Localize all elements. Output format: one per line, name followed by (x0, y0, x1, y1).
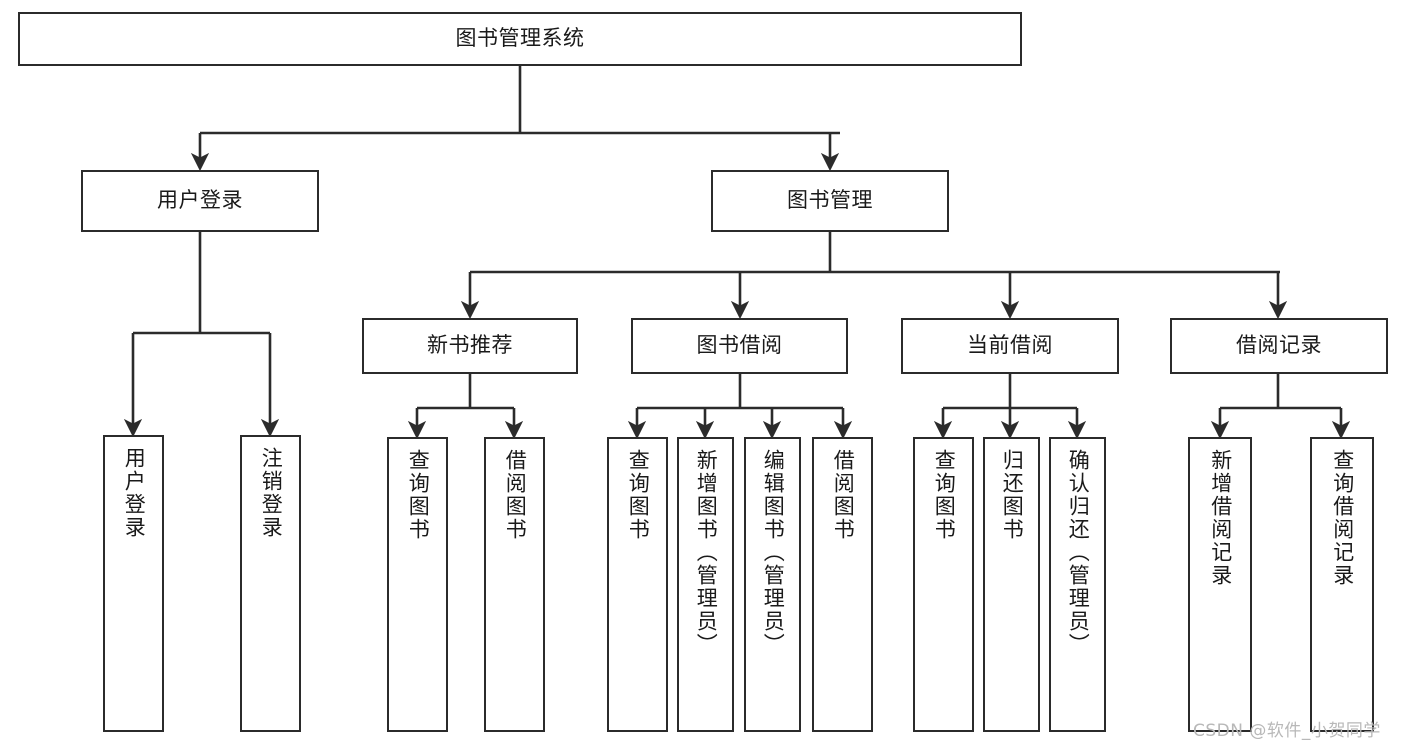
node-label: 借阅记录 (1236, 333, 1322, 358)
node-label: 确认归还（管理员） (1066, 449, 1091, 656)
node-leaf-query-book-borrow[interactable]: 查询图书 (607, 437, 668, 732)
node-label: 当前借阅 (967, 333, 1053, 358)
node-leaf-query-book-newbook[interactable]: 查询图书 (387, 437, 448, 732)
node-new-book-recommendation[interactable]: 新书推荐 (362, 318, 578, 374)
node-label: 借阅图书 (503, 449, 528, 541)
node-label: 用户登录 (157, 188, 243, 213)
node-current-borrowing[interactable]: 当前借阅 (901, 318, 1119, 374)
node-label: 图书借阅 (696, 333, 783, 358)
node-root-book-management-system[interactable]: 图书管理系统 (18, 12, 1022, 66)
node-label: 新增借阅记录 (1208, 449, 1233, 587)
node-label: 用户登录 (122, 447, 147, 539)
node-book-borrowing[interactable]: 图书借阅 (631, 318, 848, 374)
node-user-login[interactable]: 用户登录 (81, 170, 319, 232)
node-label: 归还图书 (1000, 449, 1025, 541)
node-borrow-records[interactable]: 借阅记录 (1170, 318, 1388, 374)
node-label: 新增图书（管理员） (694, 449, 719, 656)
node-leaf-logout[interactable]: 注销登录 (240, 435, 301, 732)
node-label: 注销登录 (259, 447, 284, 539)
node-leaf-edit-book-admin[interactable]: 编辑图书（管理员） (744, 437, 801, 732)
node-leaf-query-borrow-record[interactable]: 查询借阅记录 (1310, 437, 1374, 732)
node-leaf-borrow-book[interactable]: 借阅图书 (812, 437, 873, 732)
node-label: 查询借阅记录 (1330, 449, 1355, 587)
node-label: 查询图书 (406, 449, 431, 541)
node-label: 查询图书 (626, 449, 651, 541)
node-leaf-add-borrow-record[interactable]: 新增借阅记录 (1188, 437, 1252, 732)
node-leaf-borrow-book-newbook[interactable]: 借阅图书 (484, 437, 545, 732)
node-book-management[interactable]: 图书管理 (711, 170, 949, 232)
node-leaf-confirm-return-admin[interactable]: 确认归还（管理员） (1049, 437, 1106, 732)
csdn-watermark: CSDN @软件_小贺同学 (1193, 721, 1381, 741)
node-leaf-return-book[interactable]: 归还图书 (983, 437, 1040, 732)
node-label: 查询图书 (932, 449, 957, 541)
node-leaf-query-book-current[interactable]: 查询图书 (913, 437, 974, 732)
node-leaf-add-book-admin[interactable]: 新增图书（管理员） (677, 437, 734, 732)
node-label: 图书管理系统 (455, 26, 585, 51)
node-label: 图书管理 (787, 188, 873, 213)
node-label: 新书推荐 (427, 333, 513, 358)
node-label: 编辑图书（管理员） (761, 449, 786, 656)
node-leaf-user-login[interactable]: 用户登录 (103, 435, 164, 732)
node-label: 借阅图书 (831, 449, 856, 541)
